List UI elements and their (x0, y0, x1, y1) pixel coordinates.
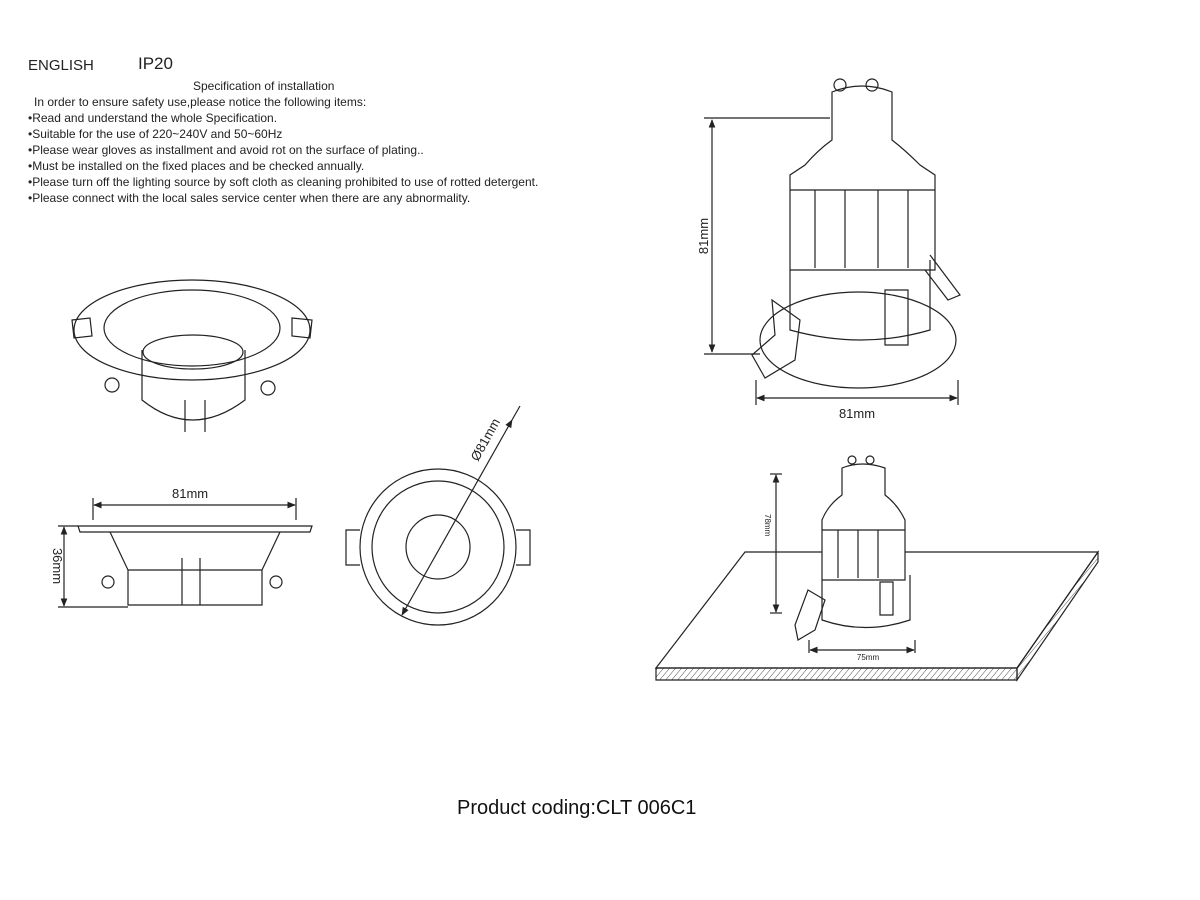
side-width-label: 81mm (172, 486, 208, 501)
ip-rating: IP20 (138, 54, 173, 73)
install-height-label: 78mm (763, 514, 772, 537)
spec-title: Specification of installation (193, 79, 335, 93)
downlight-top-view: Ø81mm (345, 405, 531, 626)
spec-item: •Must be installed on the fixed places a… (28, 159, 365, 173)
install-cutout-label: 75mm (857, 653, 880, 662)
downlight-perspective (71, 279, 313, 432)
spec-item: •Read and understand the whole Specifica… (28, 111, 278, 125)
spec-intro: In order to ensure safety use,please not… (34, 95, 367, 109)
spec-item: •Please connect with the local sales ser… (28, 191, 471, 205)
lamp-fixture-view: 81mm 81mm (696, 78, 961, 421)
downlight-side-view: 81mm 36mm (50, 486, 313, 608)
top-diameter-label: Ø81mm (468, 416, 504, 464)
installation-view: 78mm 75mm (654, 455, 1100, 682)
lamp-width-label: 81mm (839, 406, 875, 421)
spec-item: •Suitable for the use of 220~240V and 50… (28, 127, 283, 141)
lamp-height-label: 81mm (696, 218, 711, 254)
language-label: ENGLISH (28, 57, 94, 74)
spec-item: •Please wear gloves as installment and a… (28, 143, 424, 157)
product-coding: Product coding:CLT 006C1 (457, 797, 697, 819)
spec-item: •Please turn off the lighting source by … (28, 175, 539, 189)
side-height-label: 36mm (50, 548, 65, 584)
